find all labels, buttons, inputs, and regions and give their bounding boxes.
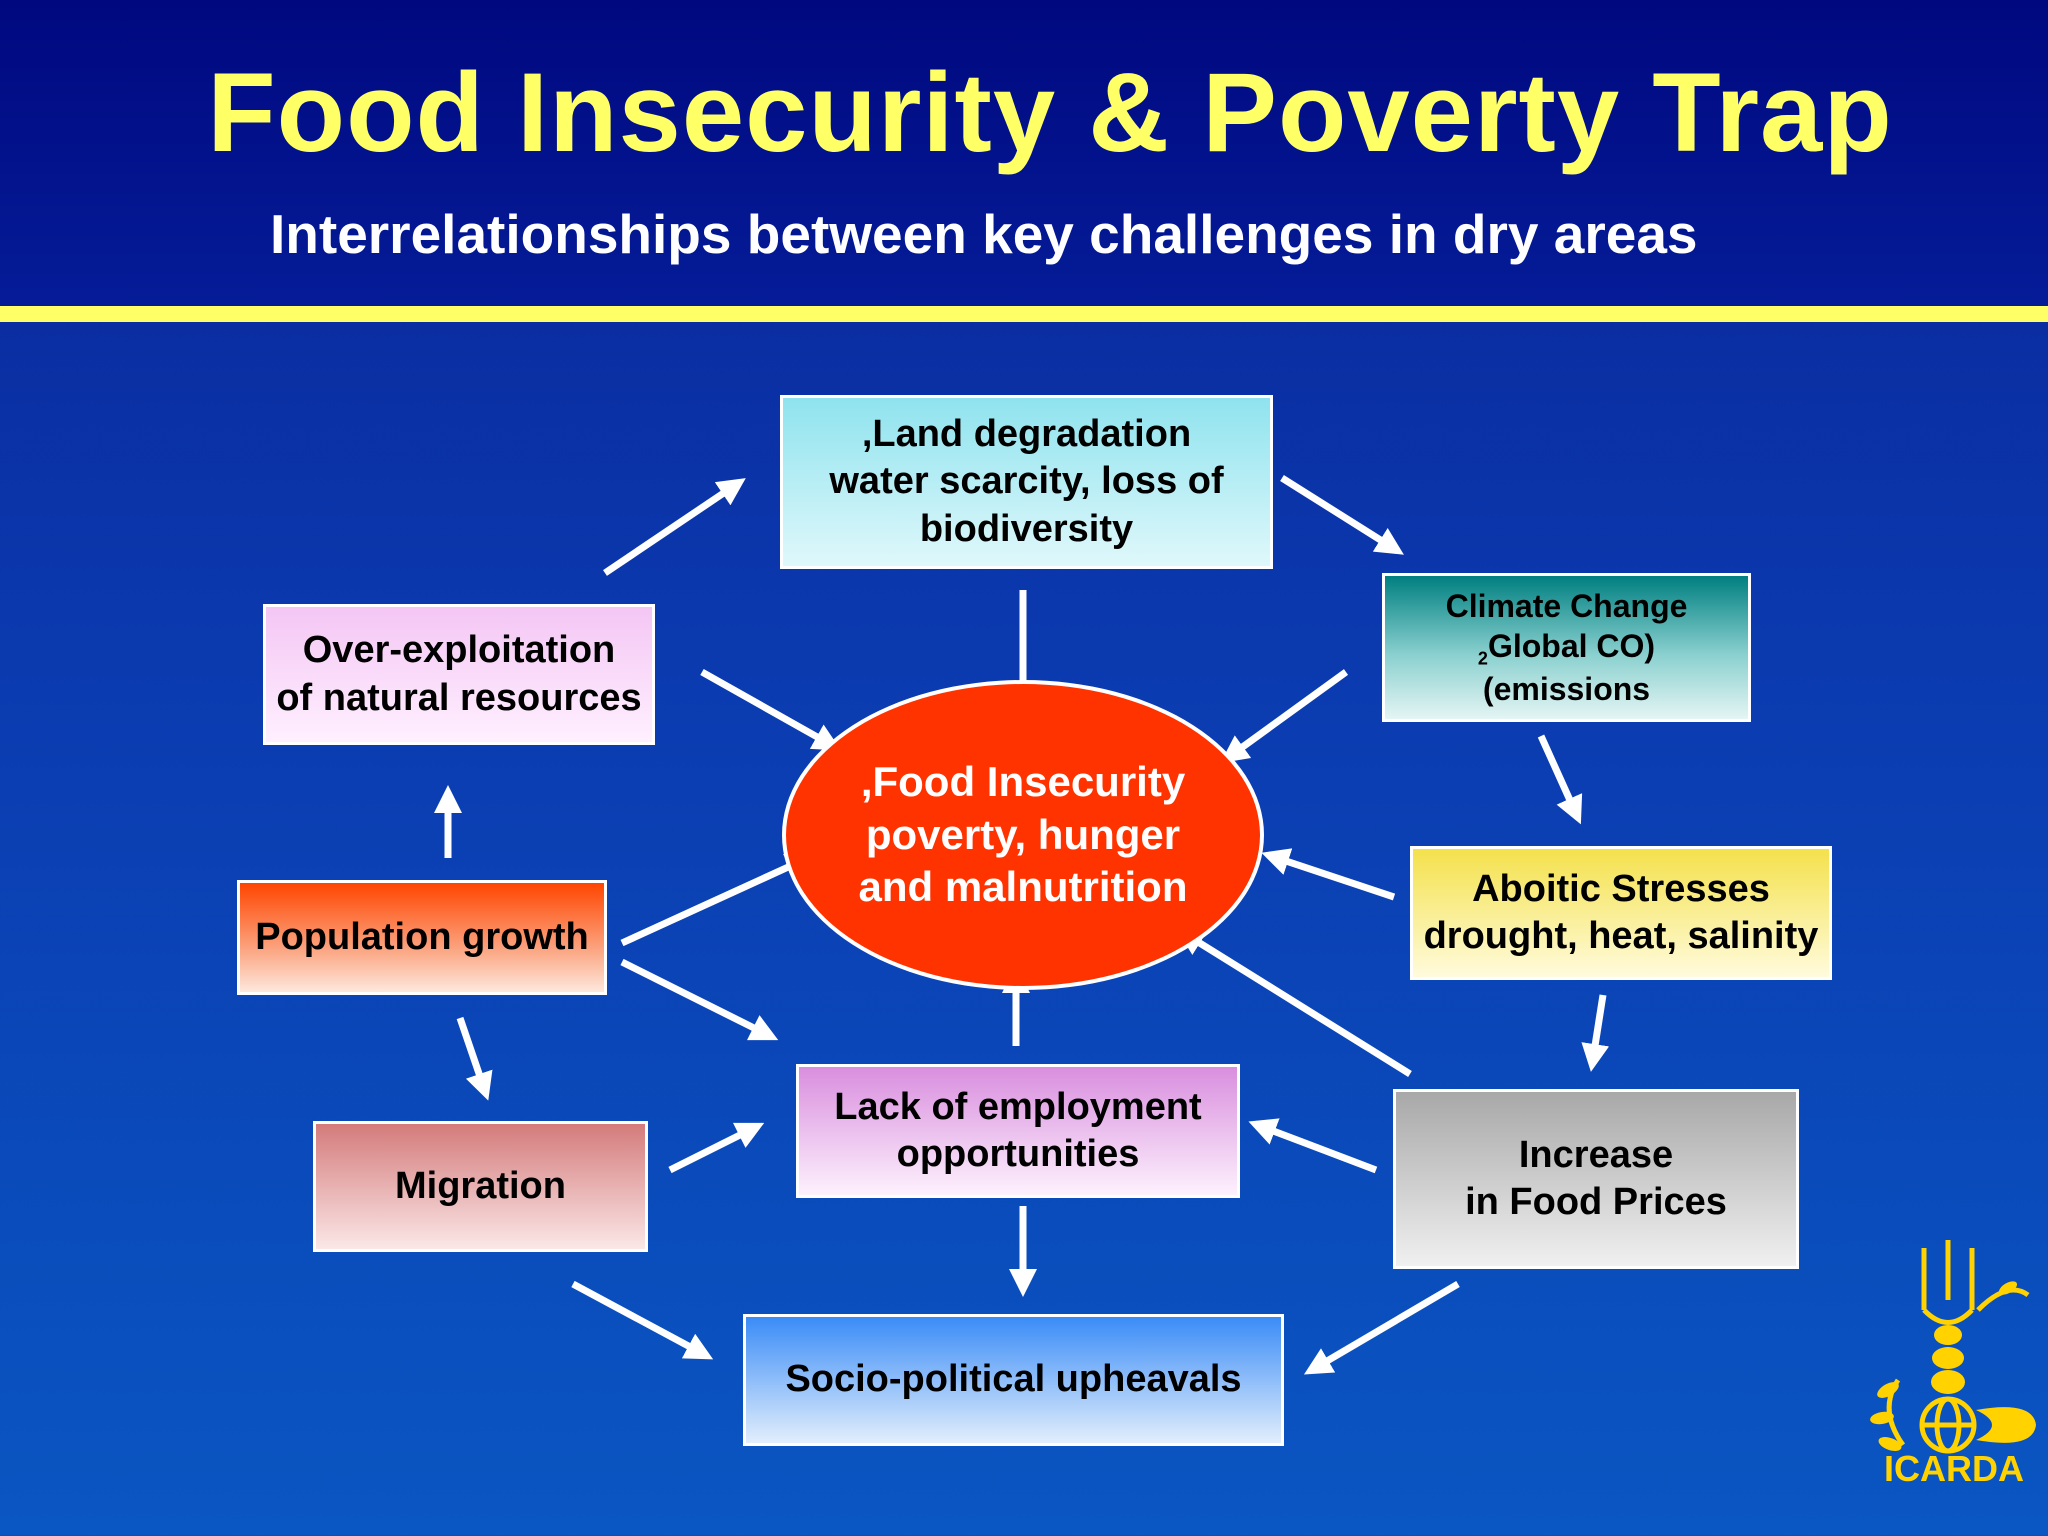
arrow-population-to-migration (456, 1016, 493, 1101)
node-text: Aboitic Stresses (1472, 867, 1770, 910)
node-population-growth: Population growth (237, 880, 607, 995)
node-land-degradation: ,Land degradation water scarcity, loss o… (780, 395, 1273, 569)
subscript-text: 2 (1477, 647, 1488, 668)
node-over-exploitation: Over-exploitation of natural resources (263, 604, 655, 745)
node-migration: Migration (313, 1121, 648, 1252)
node-increase-food-prices: Increase in Food Prices (1393, 1089, 1799, 1269)
node-text: drought, heat, salinity (1423, 915, 1819, 957)
node-socio-political: Socio-political upheavals (743, 1314, 1284, 1446)
slide-subtitle: Interrelationships between key challenge… (270, 203, 1698, 265)
node-text: Increase (1518, 1133, 1674, 1176)
icarda-logo-icon (1870, 1240, 2036, 1454)
center-text: and malnutrition (858, 863, 1188, 911)
slide-title: Food Insecurity & Poverty Trap (207, 50, 1893, 175)
slide-header (0, 0, 2048, 306)
arrow-prices-to-socio (1303, 1280, 1460, 1375)
arrow-land-to-climate (1280, 475, 1404, 555)
node-lack-of-employment: Lack of employment opportunities (796, 1064, 1240, 1198)
node-text: opportunities (896, 1133, 1140, 1175)
center-text: poverty, hunger (865, 810, 1181, 858)
node-text: Over-exploitation (302, 629, 616, 671)
node-climate-change: Climate Change 2Global CO) (emissions (1382, 573, 1751, 722)
center-food-insecurity: ,Food Insecurity poverty, hunger and mal… (782, 680, 1264, 990)
arrow-migration-to-employment (668, 1122, 765, 1174)
arrow-aboitic-to-center (1261, 848, 1396, 901)
node-text: ,Land degradation (861, 412, 1192, 455)
arrow-population-to-center (620, 853, 815, 947)
arrow-overexploitation-to-land (603, 478, 746, 576)
node-text: Lack of employment (834, 1085, 1202, 1128)
arrow-climate-to-aboitic (1537, 734, 1583, 825)
center-text: ,Food Insecurity (860, 758, 1186, 806)
node-text: Socio-political upheavals (785, 1358, 1242, 1401)
node-text: Migration (395, 1164, 566, 1207)
node-text: Global CO) (1487, 627, 1656, 664)
header-divider (0, 306, 2048, 322)
node-text: of natural resources (276, 676, 642, 719)
node-aboitic-stresses: Aboitic Stresses drought, heat, salinity (1410, 846, 1832, 980)
arrow-overexploitation-to-center (700, 668, 842, 751)
node-text: in Food Prices (1465, 1181, 1727, 1223)
arrow-migration-to-socio (571, 1280, 714, 1360)
arrow-aboitic-to-prices (1581, 994, 1610, 1072)
node-text: biodiversity (919, 507, 1134, 550)
icarda-logo-text: ICARDA (1884, 1448, 2024, 1489)
node-text-with-subscript: 2Global CO) (1446, 626, 1688, 670)
node-text: Population growth (255, 915, 589, 958)
node-text: Climate Change (1445, 587, 1688, 624)
arrow-prices-to-employment (1248, 1118, 1378, 1174)
node-text: water scarcity, loss of (829, 460, 1224, 503)
arrow-climate-to-center (1220, 669, 1349, 764)
arrow-prices-to-center (1176, 928, 1412, 1077)
arrow-population-to-employment (620, 958, 779, 1041)
node-text: (emissions (1482, 671, 1651, 708)
